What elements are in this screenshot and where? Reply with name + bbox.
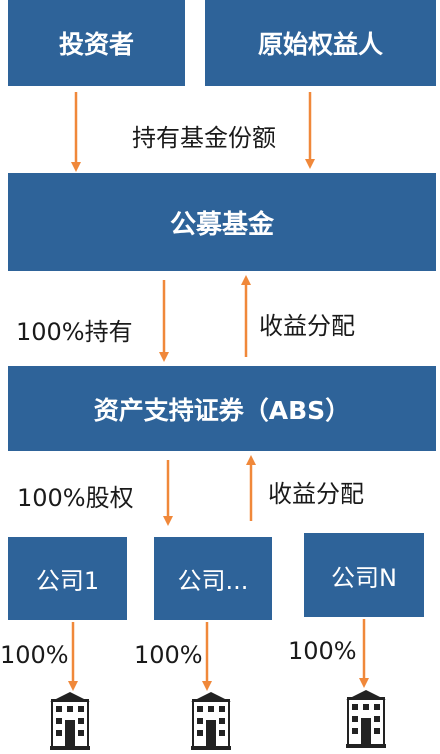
pct-company-1-label: 100% xyxy=(0,641,69,669)
company-n-label: 公司N xyxy=(331,563,397,592)
company-1-label: 公司1 xyxy=(35,567,100,595)
abs-label: 资产支持证券（ABS） xyxy=(93,395,351,425)
income-dist-1-label: 收益分配 xyxy=(259,312,355,340)
original-owner-label: 原始权益人 xyxy=(257,30,383,59)
abs-box: 资产支持证券（ABS） xyxy=(8,366,436,451)
public-fund-box: 公募基金 xyxy=(8,173,436,271)
company-etc-box: 公司... xyxy=(154,537,272,620)
equity-100-label: 100%股权 xyxy=(17,484,134,512)
original-owner-box: 原始权益人 xyxy=(205,0,436,86)
investor-box: 投资者 xyxy=(8,0,185,86)
company-1-box: 公司1 xyxy=(8,537,127,620)
hold-fund-share-label: 持有基金份额 xyxy=(132,124,276,152)
investor-label: 投资者 xyxy=(58,30,134,59)
pct-company-n-label: 100% xyxy=(288,637,357,665)
company-n-box: 公司N xyxy=(304,533,424,617)
building-icon xyxy=(50,692,90,750)
income-dist-2-label: 收益分配 xyxy=(268,480,364,508)
pct-company-etc-label: 100% xyxy=(134,641,203,669)
hold-100-label: 100%持有 xyxy=(16,318,133,346)
company-etc-label: 公司... xyxy=(177,567,249,595)
building-icon xyxy=(346,690,386,748)
public-fund-label: 公募基金 xyxy=(169,209,274,240)
building-icon xyxy=(191,692,231,750)
